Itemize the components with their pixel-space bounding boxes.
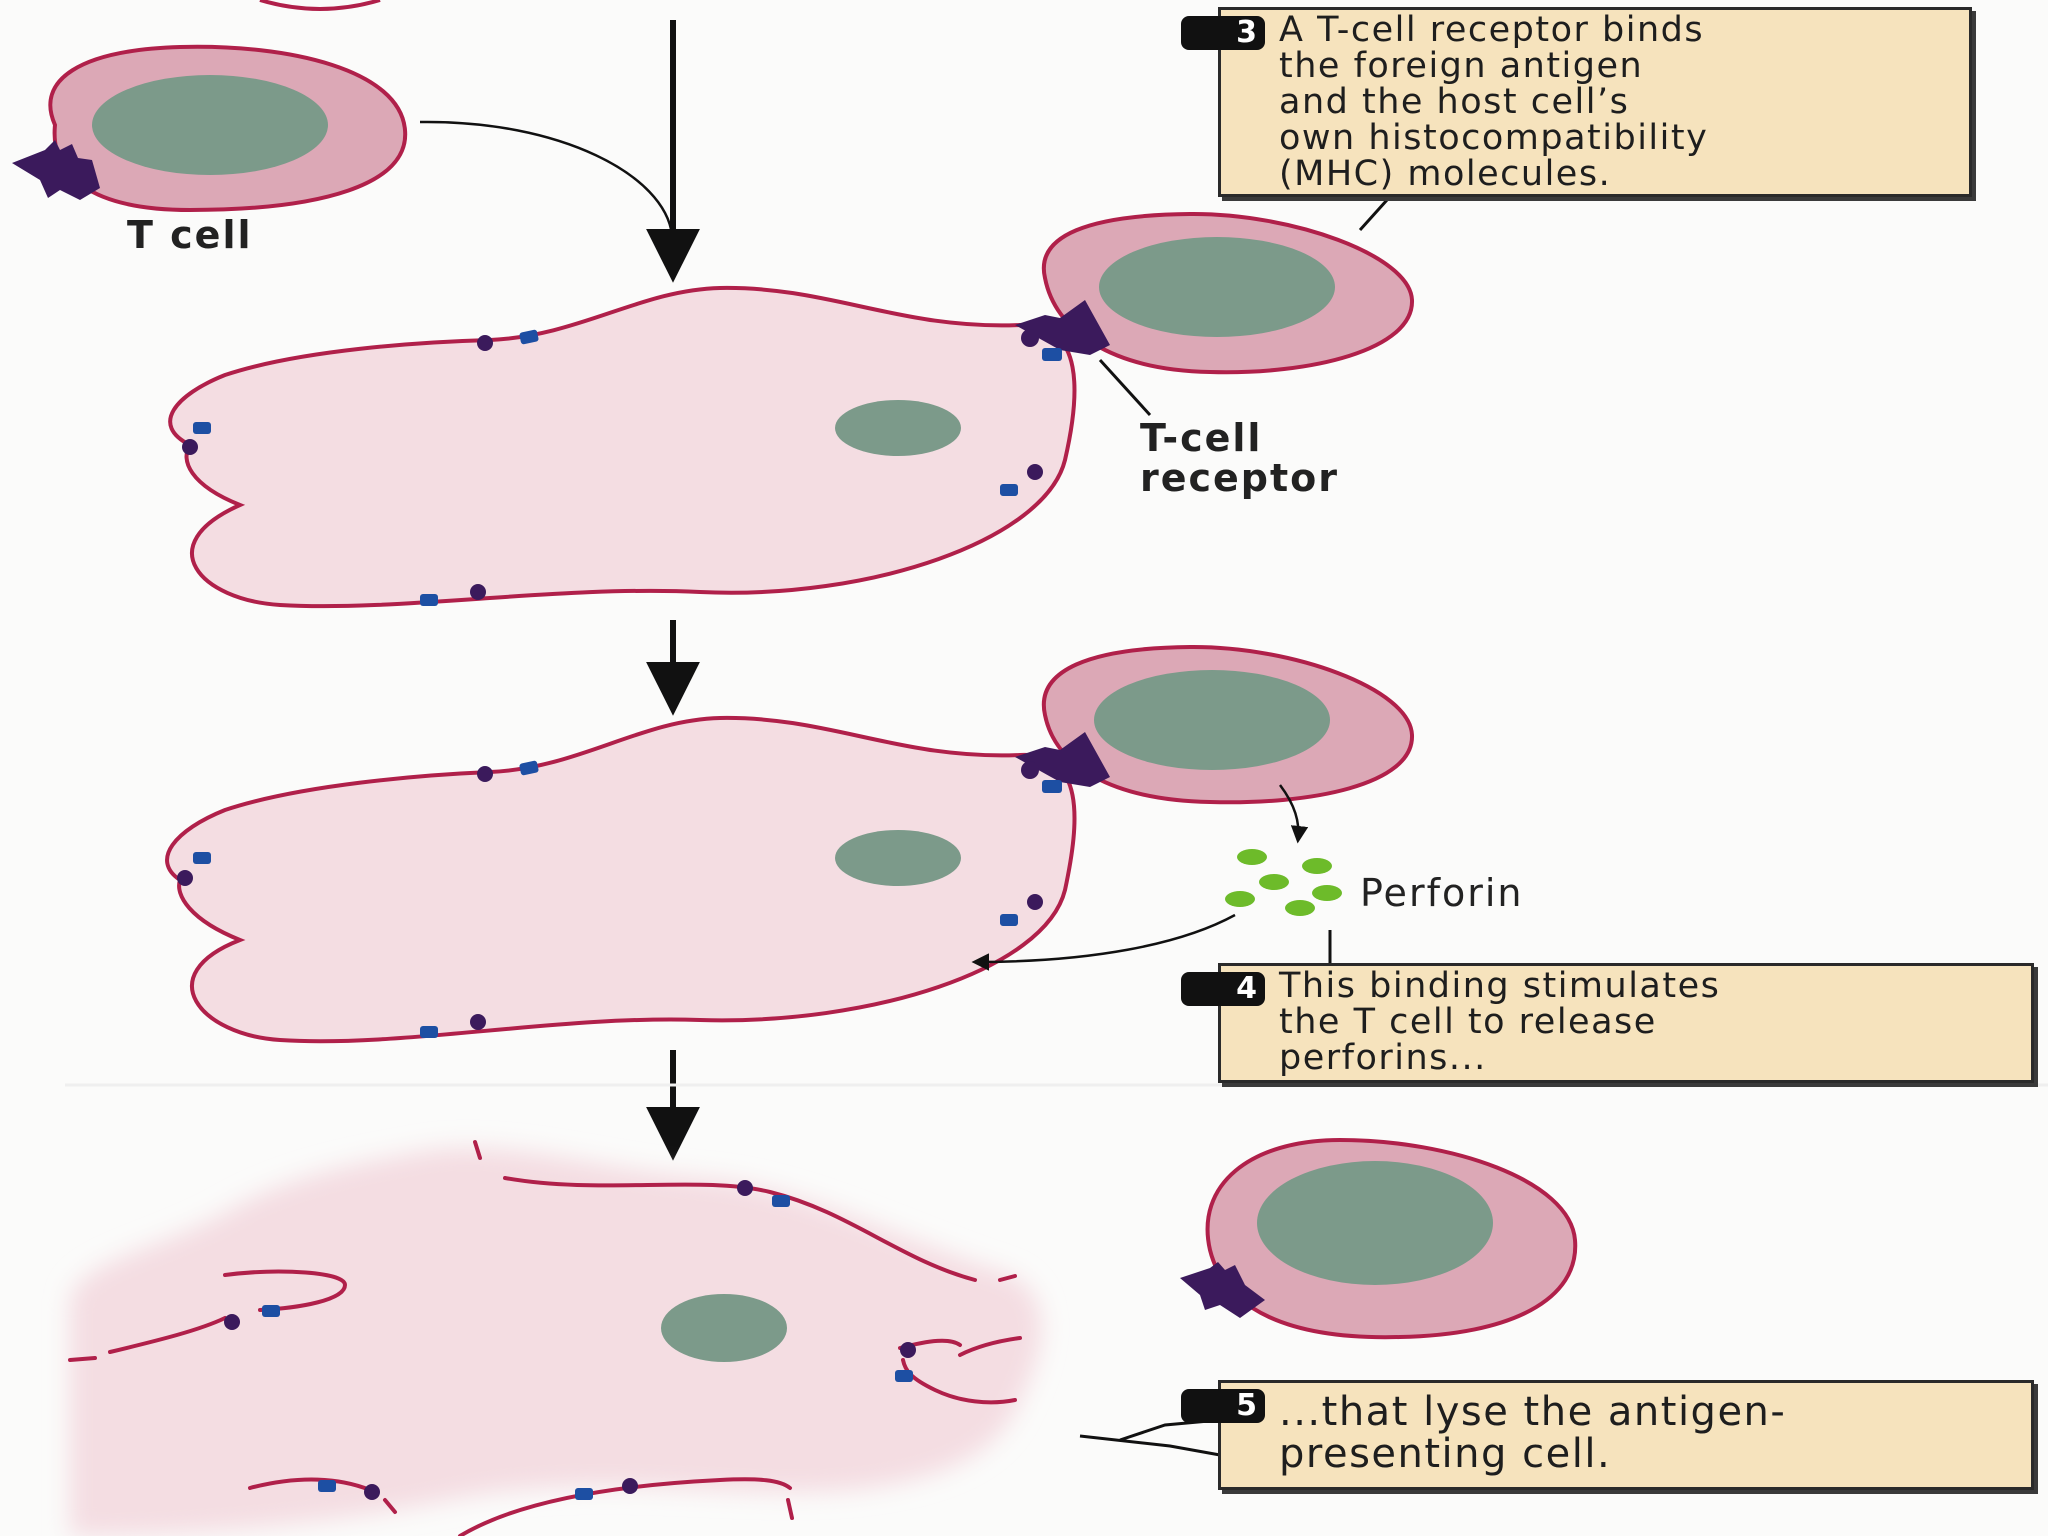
t-cell-bound-2 <box>1015 644 1415 805</box>
t-cell-receptor-shape <box>12 140 100 200</box>
previous-cell-edge <box>259 0 381 11</box>
step-5-text: ...that lyse the antigen- presenting cel… <box>1279 1389 1787 1477</box>
t-cell-path-arrow <box>419 120 674 236</box>
broken-membrane-fragments <box>68 1140 1022 1536</box>
step-3-callout: 3 A T-cell receptor binds the foreign an… <box>1181 7 1972 197</box>
perforin-granules <box>1225 849 1342 916</box>
step-5-callout: 5 ...that lyse the antigen- presenting c… <box>1181 1380 2034 1490</box>
step-4-number: 4 <box>1181 972 1265 1006</box>
perforin-to-apc-arrow <box>971 913 1236 971</box>
t-cell-nucleus <box>92 75 328 175</box>
step-3-number: 3 <box>1181 16 1265 50</box>
t-cell-label: T cell <box>127 213 253 257</box>
callout-5-pointer <box>1079 1434 1221 1457</box>
callout-4-pointer <box>1328 930 1375 967</box>
perforin-release-arrow <box>1278 784 1309 844</box>
t-cell-receptor-shape <box>1015 732 1110 787</box>
t-cell-receptor-label: T-cell receptor <box>1140 416 1340 500</box>
receptor-pointer <box>1098 358 1152 417</box>
t-cell-nucleus <box>1094 670 1330 770</box>
apc-membrane <box>165 715 1077 1044</box>
mhc-antigen-pairs <box>224 1180 916 1500</box>
lysed-cell-nucleus <box>661 1294 787 1362</box>
antigen-presenting-cell-2 <box>165 715 1077 1044</box>
perforin-label: Perforin <box>1360 871 1524 915</box>
step-3-text: A T-cell receptor binds the foreign anti… <box>1279 10 1709 194</box>
t-cell-nucleus <box>1257 1161 1493 1285</box>
apc-membrane <box>168 285 1077 609</box>
lysed-cell-cytoplasm <box>70 1147 1042 1536</box>
step-4-text: This binding stimulates the T cell to re… <box>1279 966 1721 1078</box>
t-cell-bound-1 <box>1015 211 1415 375</box>
t-cell-receptor-shape <box>1015 300 1110 355</box>
antigen-presenting-cell-1 <box>168 285 1077 609</box>
t-cell-released <box>1180 1137 1578 1340</box>
mhc-antigen-pairs <box>177 760 1043 1038</box>
mhc-antigen-pairs <box>182 329 1043 606</box>
apc-nucleus <box>835 830 961 886</box>
step-4-callout: 4 This binding stimulates the T cell to … <box>1181 963 2034 1083</box>
lysed-antigen-presenting-cell <box>68 1140 1042 1536</box>
t-cell-top-left <box>12 44 408 213</box>
callout-5-pointer-branch <box>1119 1418 1221 1442</box>
apc-nucleus <box>835 400 961 456</box>
t-cell-receptor-shape <box>1180 1262 1265 1318</box>
step-5-number: 5 <box>1181 1389 1265 1423</box>
t-cell-nucleus <box>1099 237 1335 337</box>
